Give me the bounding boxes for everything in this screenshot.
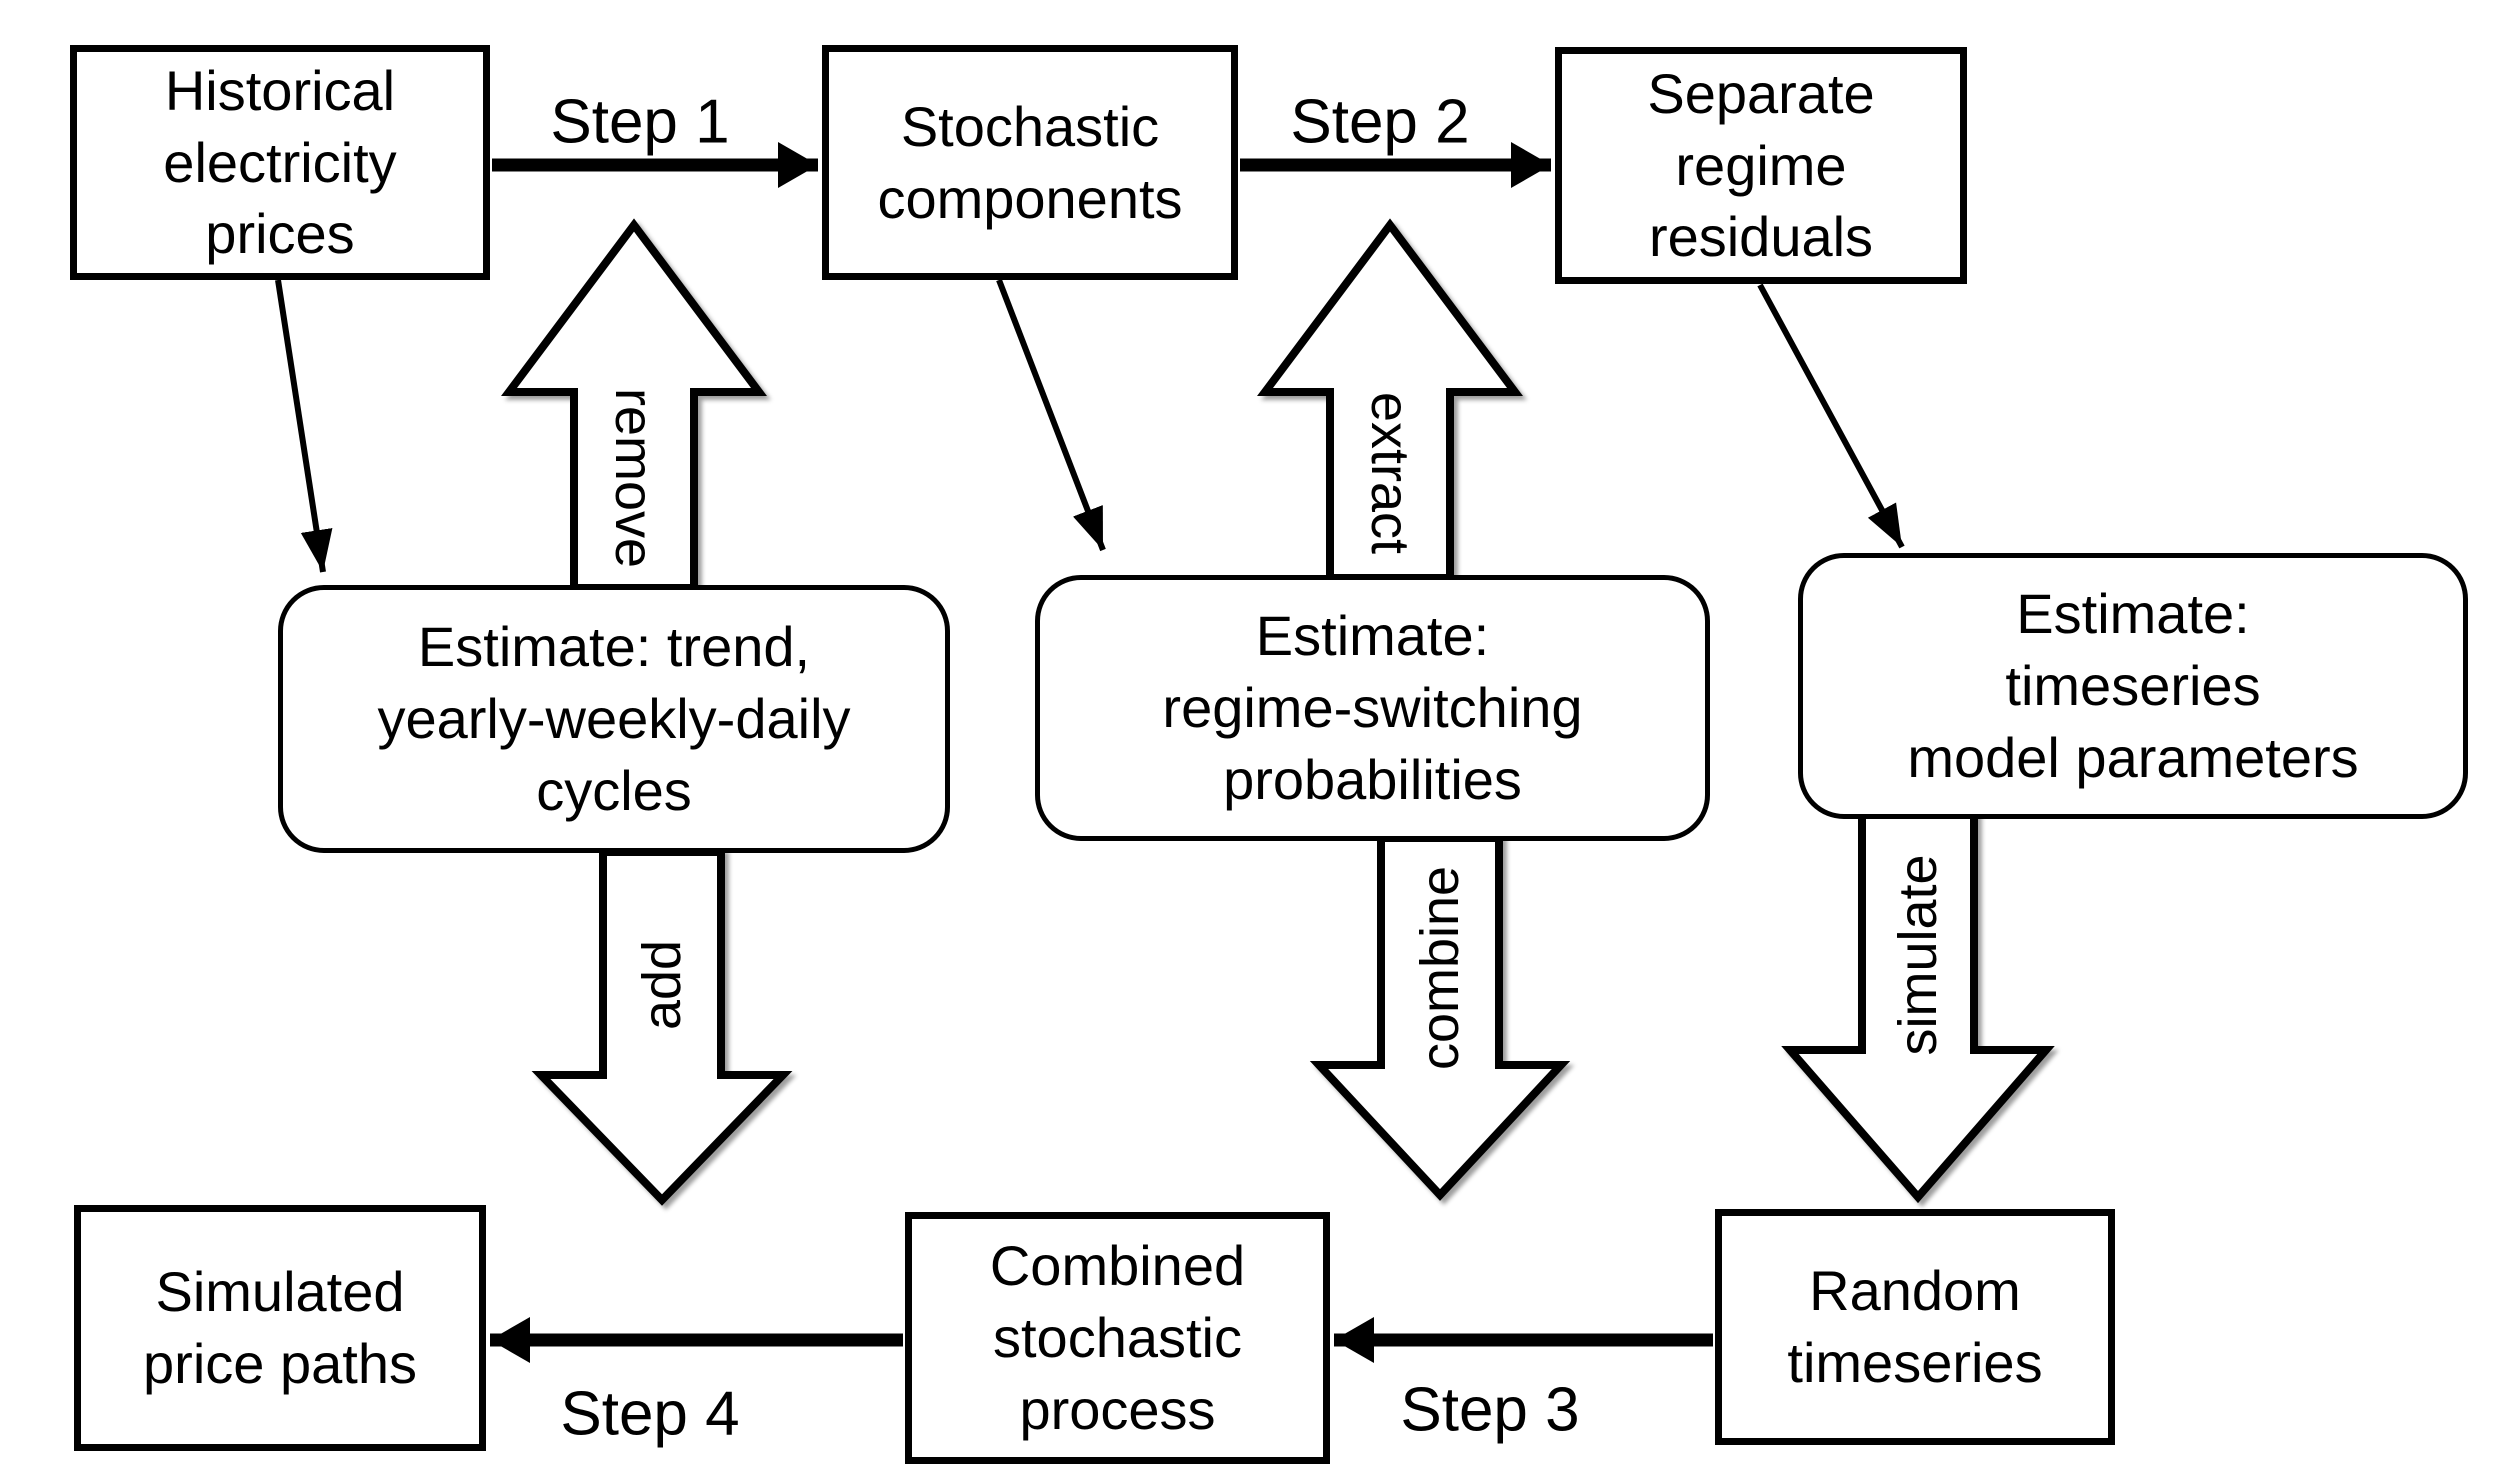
node-combined-stochastic-process: Combined stochastic process	[905, 1212, 1330, 1464]
node-stochastic-components: Stochastic components	[822, 45, 1238, 280]
vertical-label-simulate: simulate	[1888, 854, 1948, 1056]
vertical-label-add: add	[632, 939, 692, 1031]
vertical-label-remove: remove	[604, 387, 664, 569]
simulate-block-arrow-down-icon	[1781, 811, 2055, 1204]
node-estimate-trend-cycles: Estimate: trend, yearly-weekly-daily cyc…	[278, 585, 950, 853]
historical-to-estimate-arrow-icon	[275, 279, 333, 573]
combine-block-arrow-down-icon	[1309, 834, 1571, 1201]
node-historical-electricity-prices: Historical electricity prices	[70, 45, 490, 280]
stochastic-to-estimate-arrow-icon	[996, 278, 1106, 552]
label-step-3: Step 3	[1400, 1375, 1580, 1445]
vertical-label-combine: combine	[1410, 865, 1470, 1071]
residuals-to-estimate-arrow-icon	[1757, 283, 1905, 549]
node-estimate-timeseries-parameters: Estimate: timeseries model parameters	[1798, 553, 2468, 819]
vertical-label-extract: extract	[1360, 391, 1420, 555]
node-estimate-regime-switching: Estimate: regime-switching probabilities	[1035, 575, 1710, 841]
label-step-2: Step 2	[1290, 87, 1470, 157]
add-block-arrow-down-icon	[531, 848, 793, 1206]
node-simulated-price-paths: Simulated price paths	[74, 1205, 486, 1451]
node-separate-regime-residuals: Separate regime residuals	[1555, 47, 1967, 284]
label-step-1: Step 1	[550, 87, 730, 157]
label-step-4: Step 4	[560, 1379, 740, 1449]
node-random-timeseries: Random timeseries	[1715, 1209, 2115, 1445]
